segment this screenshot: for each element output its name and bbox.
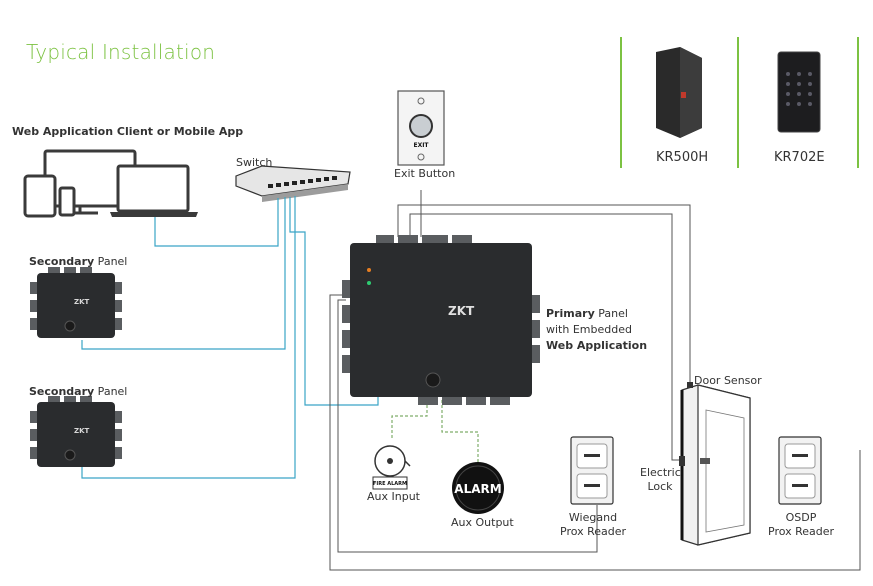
wiegand-reader-line1: Wiegand: [568, 511, 618, 524]
primary-panel-line3: Web Application: [546, 339, 648, 352]
primary-panel-device: ZKT: [342, 235, 540, 405]
svg-text:ZKT: ZKT: [74, 427, 90, 435]
primary-panel-label: Primary Panel with Embedded Web Applicat…: [546, 306, 647, 354]
door-sensor-label: Door Sensor: [694, 374, 762, 387]
secondary-panel-2-label-bold: Secondary: [29, 385, 95, 398]
secondary-panel-1-label: Secondary Panel: [29, 255, 127, 268]
network-cables: [81, 196, 379, 479]
svg-text:ZKT: ZKT: [448, 304, 475, 318]
primary-panel-line1-rest: Panel: [594, 307, 628, 320]
switch-device: [235, 165, 351, 202]
secondary-panel-2-device: ZKT: [30, 396, 122, 467]
switch-label: Switch: [236, 156, 273, 169]
electric-lock-label: Electric Lock: [640, 466, 681, 494]
control-wiring: [329, 190, 861, 571]
svg-text:ALARM: ALARM: [454, 482, 501, 496]
osdp-reader-device: [778, 436, 822, 505]
client-label: Web Application Client or Mobile App: [12, 125, 244, 138]
osdp-reader-label: OSDP Prox Reader: [768, 511, 834, 539]
osdp-reader-line1: OSDP: [785, 511, 817, 524]
kr500h-reader-image: [656, 47, 702, 138]
secondary-panel-1-device: ZKT: [30, 267, 122, 338]
svg-text:EXIT: EXIT: [413, 142, 429, 149]
aux-wires: [391, 400, 479, 462]
reader-dividers: [620, 37, 859, 168]
exit-button-device: EXIT: [397, 90, 445, 166]
osdp-reader-line2: Prox Reader: [768, 525, 835, 538]
wiegand-reader-device: [570, 436, 614, 505]
page-title: Typical Installation: [26, 40, 216, 64]
svg-text:ZKT: ZKT: [74, 298, 90, 306]
door-device: [679, 382, 751, 546]
fire-bell-device: FIRE ALARM: [372, 445, 411, 490]
secondary-panel-1-label-rest: Panel: [94, 255, 128, 268]
kr702e-reader-image: [777, 51, 821, 133]
primary-panel-line1: Primary Panel: [546, 306, 647, 322]
aux-output-label: Aux Output: [451, 516, 514, 529]
kr500h-label: KR500H: [656, 150, 709, 165]
wiegand-reader-line2: Prox Reader: [560, 525, 627, 538]
electric-lock-line2: Lock: [647, 480, 673, 493]
kr702e-label: KR702E: [774, 150, 825, 165]
wiegand-reader-label: Wiegand Prox Reader: [560, 511, 626, 539]
aux-input-label: Aux Input: [367, 490, 420, 503]
client-devices-icon: [23, 149, 198, 218]
secondary-panel-2-label: Secondary Panel: [29, 385, 127, 398]
secondary-panel-2-label-rest: Panel: [94, 385, 128, 398]
svg-text:FIRE ALARM: FIRE ALARM: [373, 481, 407, 487]
exit-button-label: Exit Button: [394, 167, 456, 180]
electric-lock-line1: Electric: [640, 466, 681, 479]
primary-panel-line1-bold: Primary: [546, 307, 595, 320]
primary-panel-line2: with Embedded: [546, 323, 632, 336]
secondary-panel-1-label-bold: Secondary: [29, 255, 95, 268]
alarm-device: ALARM: [452, 462, 504, 514]
